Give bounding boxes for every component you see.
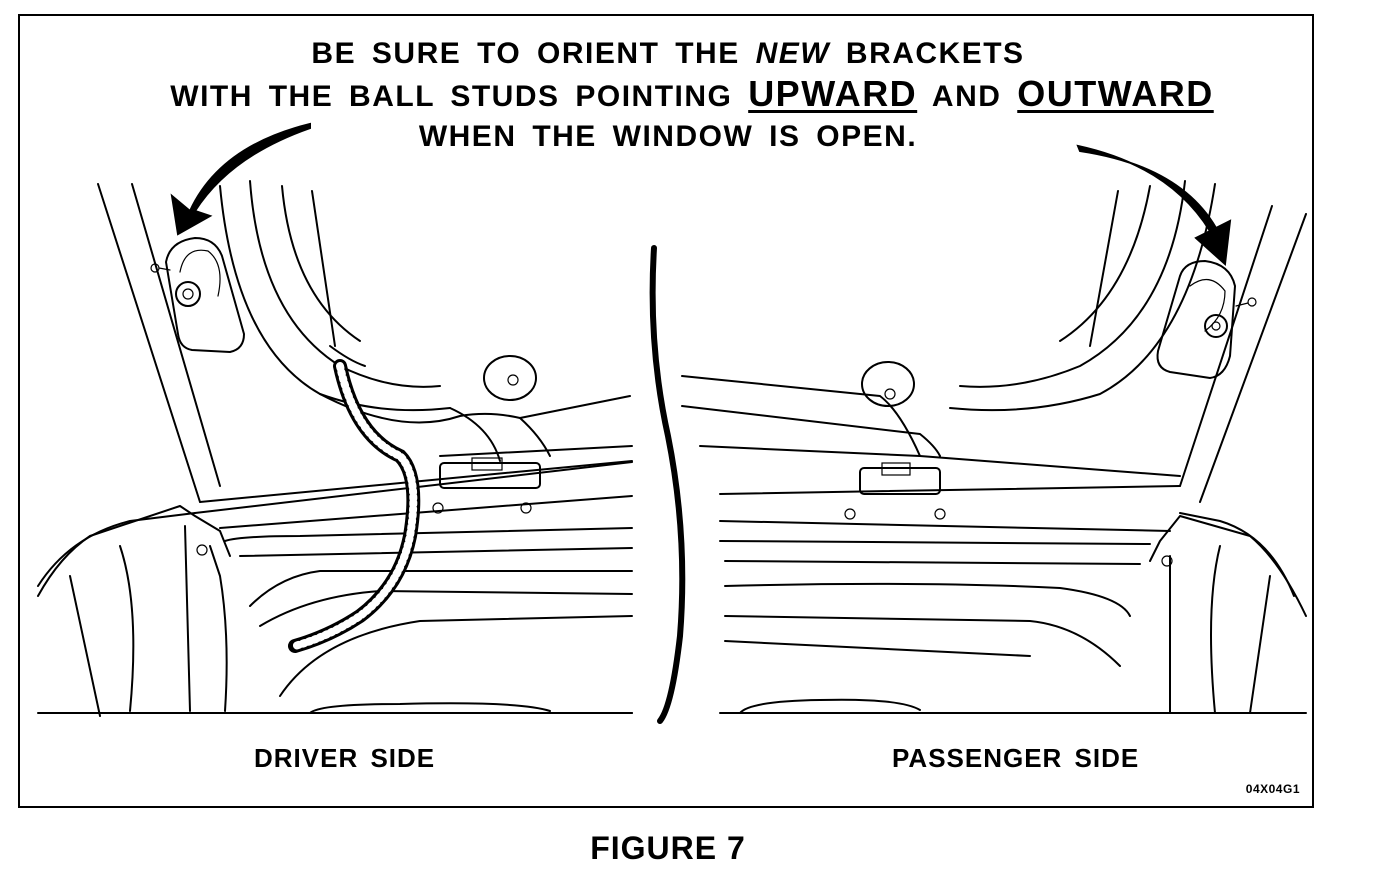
figure-caption: FIGURE 7: [590, 830, 746, 866]
passenger-side-label: PASSENGER SIDE: [892, 743, 1140, 773]
instruction-new-word: NEW: [755, 37, 831, 70]
driver-side-drawing: [37, 122, 633, 717]
instruction-line1-b: BRACKETS: [830, 37, 1025, 70]
instruction-line2-a: WITH THE BALL STUDS POINTING: [170, 80, 749, 113]
instruction-upward: UPWARD: [748, 73, 918, 114]
instruction-text: BE SURE TO ORIENT THE NEW BRACKETS WITH …: [20, 34, 1316, 157]
instruction-line-3: WHEN THE WINDOW IS OPEN.: [418, 120, 918, 153]
liftgate-illustration: [37, 122, 1307, 724]
instruction-line-1: BE SURE TO ORIENT THE NEW BRACKETS: [20, 34, 1316, 74]
instruction-line-2: WITH THE BALL STUDS POINTING UPWARD AND …: [44, 74, 1340, 117]
passenger-side-drawing: [681, 144, 1307, 714]
instruction-outward: OUTWARD: [1017, 73, 1214, 114]
divider-line: [649, 245, 686, 724]
driver-side-label: DRIVER SIDE: [254, 743, 436, 773]
instruction-line2-mid: AND: [917, 80, 1018, 113]
figure-frame: BE SURE TO ORIENT THE NEW BRACKETS WITH …: [18, 14, 1314, 808]
figure-code: 04X04G1: [1245, 782, 1300, 796]
instruction-line1-a: BE SURE TO ORIENT THE: [311, 37, 756, 70]
